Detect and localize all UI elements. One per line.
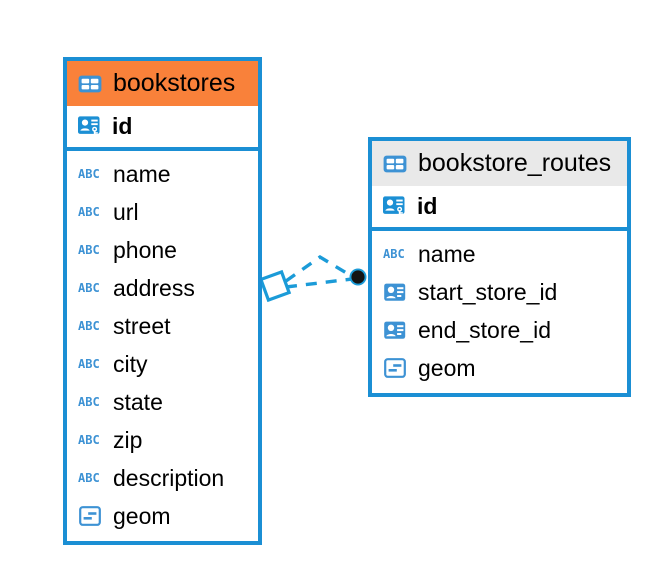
table-icon xyxy=(383,155,407,172)
field-row-address[interactable]: ABC address xyxy=(67,269,258,307)
entity-bookstore-routes[interactable]: bookstore_routes id ABC name xyxy=(368,137,631,397)
field-label: id xyxy=(112,113,133,139)
field-row-street[interactable]: ABC street xyxy=(67,307,258,345)
field-label: id xyxy=(417,193,438,219)
entity-title: bookstores xyxy=(113,69,236,97)
field-label: geom xyxy=(418,354,476,381)
geometry-icon xyxy=(79,506,101,526)
text-abc-icon: ABC xyxy=(78,167,100,181)
field-row-description[interactable]: ABC description xyxy=(67,459,258,497)
text-abc-icon: ABC xyxy=(78,319,100,333)
field-label: address xyxy=(113,274,195,301)
field-row-state[interactable]: ABC state xyxy=(67,383,258,421)
field-label: street xyxy=(113,312,171,339)
foreign-key-icon xyxy=(384,321,406,339)
entity-title: bookstore_routes xyxy=(418,149,612,177)
text-abc-icon: ABC xyxy=(78,395,100,409)
field-row-name[interactable]: ABC name xyxy=(372,235,627,273)
field-row-geom[interactable]: geom xyxy=(372,349,627,387)
text-abc-icon: ABC xyxy=(78,357,100,371)
field-label: end_store_id xyxy=(418,316,551,343)
relationship-line-upper xyxy=(285,254,354,283)
entity-header-bookstores[interactable]: bookstores xyxy=(67,61,258,106)
entity-bookstores[interactable]: bookstores id ABC name xyxy=(63,57,262,545)
field-label: name xyxy=(113,160,171,187)
table-icon xyxy=(78,75,102,92)
field-list: ABC name start_store_id xyxy=(372,231,627,393)
text-abc-icon: ABC xyxy=(78,471,100,485)
text-abc-icon: ABC xyxy=(78,433,100,447)
field-row-geom[interactable]: geom xyxy=(67,497,258,535)
field-row-url[interactable]: ABC url xyxy=(67,193,258,231)
field-label: description xyxy=(113,464,225,491)
text-abc-icon: ABC xyxy=(78,281,100,295)
field-row-city[interactable]: ABC city xyxy=(67,345,258,383)
field-row-start-store-id[interactable]: start_store_id xyxy=(372,273,627,311)
field-label: state xyxy=(113,388,163,415)
relationship-diamond-marker xyxy=(258,269,292,303)
field-label: city xyxy=(113,350,148,377)
field-row-zip[interactable]: ABC zip xyxy=(67,421,258,459)
field-row-primary-key[interactable]: id xyxy=(67,106,258,151)
geometry-icon xyxy=(384,358,406,378)
field-label: zip xyxy=(113,426,143,453)
text-abc-icon: ABC xyxy=(383,247,405,261)
primary-key-icon xyxy=(383,195,405,217)
field-row-primary-key[interactable]: id xyxy=(372,186,627,231)
field-label: url xyxy=(113,198,139,225)
field-label: geom xyxy=(113,502,171,529)
relationship-endpoint-dot xyxy=(351,270,365,284)
field-list: ABC name ABC url ABC phone ABC address A… xyxy=(67,151,258,541)
text-abc-icon: ABC xyxy=(78,243,100,257)
primary-key-icon xyxy=(78,115,100,137)
text-abc-icon: ABC xyxy=(78,205,100,219)
field-row-phone[interactable]: ABC phone xyxy=(67,231,258,269)
field-label: name xyxy=(418,240,476,267)
entity-header-bookstore-routes[interactable]: bookstore_routes xyxy=(372,141,627,186)
relationship-line-lower xyxy=(285,277,353,289)
field-label: start_store_id xyxy=(418,278,558,305)
relationship-endpoint-ring xyxy=(349,268,367,286)
field-label: phone xyxy=(113,236,177,263)
field-row-name[interactable]: ABC name xyxy=(67,155,258,193)
foreign-key-icon xyxy=(384,283,406,301)
field-row-end-store-id[interactable]: end_store_id xyxy=(372,311,627,349)
